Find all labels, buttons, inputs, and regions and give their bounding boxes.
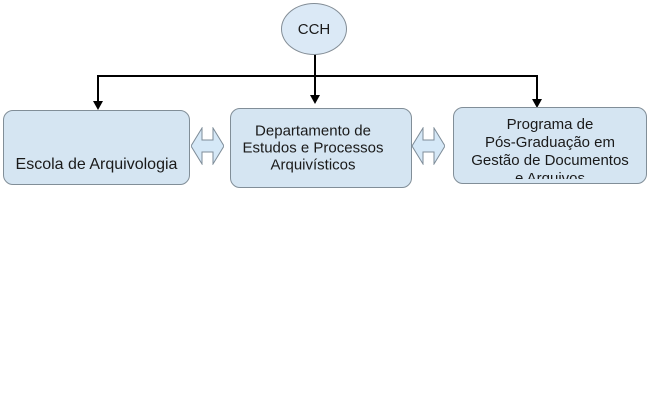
node-label-line: Programa de [506, 116, 594, 133]
node-label: Escola de Arquivologia [4, 156, 189, 173]
node-cch[interactable]: CCH [281, 3, 347, 55]
double-arrow-shape [412, 127, 445, 165]
node-programa-pos-graduacao[interactable]: Programa de Pós-Graduação em Gestão de D… [453, 107, 647, 184]
node-label-line-clipped: e Arquivos [514, 170, 586, 179]
double-arrow-middle-right[interactable] [412, 127, 445, 165]
node-label-line: Estudos e Processos [242, 139, 384, 157]
node-label-line: Escola de Arquivologia [15, 156, 178, 173]
node-label-line: Departamento de [255, 122, 371, 140]
arrowhead-left [93, 101, 103, 110]
node-departamento[interactable]: Departamento de Estudos e Processos Arqu… [230, 108, 412, 188]
node-label: Programa de Pós-Graduação em Gestão de D… [454, 116, 646, 179]
node-label-line: Arquivísticos [270, 156, 356, 174]
double-arrow-shape [191, 127, 224, 165]
node-cch-label: CCH [297, 20, 331, 38]
double-arrow-left-middle[interactable] [191, 127, 224, 165]
arrowhead-middle [310, 95, 320, 104]
node-label-line: Gestão de Documentos [471, 152, 629, 169]
node-label: Departamento de Estudos e Processos Arqu… [231, 123, 395, 174]
node-label-line: Pós-Graduação em [484, 134, 616, 151]
node-escola-de-arquivologia[interactable]: Escola de Arquivologia [3, 110, 190, 185]
